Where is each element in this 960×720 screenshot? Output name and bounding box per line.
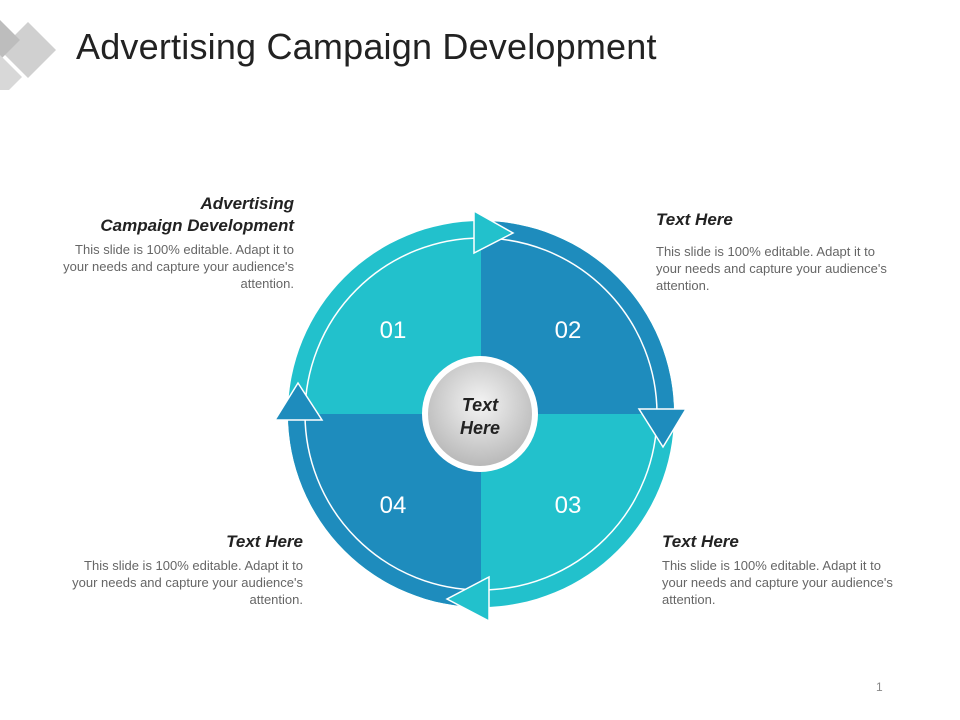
block-body: This slide is 100% editable. Adapt it to…: [72, 558, 303, 607]
quadrant-03-label: 03: [555, 492, 582, 519]
arrow-left-icon: [273, 381, 324, 421]
block-heading: Text Here: [226, 532, 303, 551]
block-heading: Text Here: [662, 532, 739, 551]
text-block-top-left: Advertising Campaign Development This sl…: [54, 193, 294, 292]
quadrant-03: [481, 414, 655, 588]
arrow-bottom-icon: [445, 575, 490, 623]
quadrant-04-label: 04: [380, 492, 407, 519]
arrow-top-icon: [473, 209, 515, 255]
center-label-line2: Here: [460, 418, 500, 438]
slide-title: Advertising Campaign Development: [76, 26, 657, 67]
quadrant-01-label: 01: [380, 317, 407, 344]
corner-diamond-decoration: [0, 20, 56, 90]
text-block-bottom-left: Text Here This slide is 100% editable. A…: [63, 531, 303, 608]
block-heading-line1: Advertising: [200, 194, 294, 213]
quadrant-04: [307, 414, 481, 588]
block-heading-line2: Campaign Development: [100, 216, 294, 235]
quadrant-02: [481, 240, 655, 414]
center-circle: [428, 362, 532, 466]
page-number: 1: [876, 680, 883, 694]
quadrant-02-label: 02: [555, 317, 582, 344]
text-block-top-right: Text Here This slide is 100% editable. A…: [656, 209, 896, 294]
block-body: This slide is 100% editable. Adapt it to…: [662, 558, 893, 607]
quadrant-01: [307, 240, 481, 414]
center-label-line1: Text: [462, 395, 499, 415]
block-body: This slide is 100% editable. Adapt it to…: [63, 242, 294, 291]
block-heading: Text Here: [656, 210, 733, 229]
block-body: This slide is 100% editable. Adapt it to…: [656, 244, 887, 293]
arrow-right-icon: [637, 408, 688, 449]
text-block-bottom-right: Text Here This slide is 100% editable. A…: [662, 531, 902, 608]
